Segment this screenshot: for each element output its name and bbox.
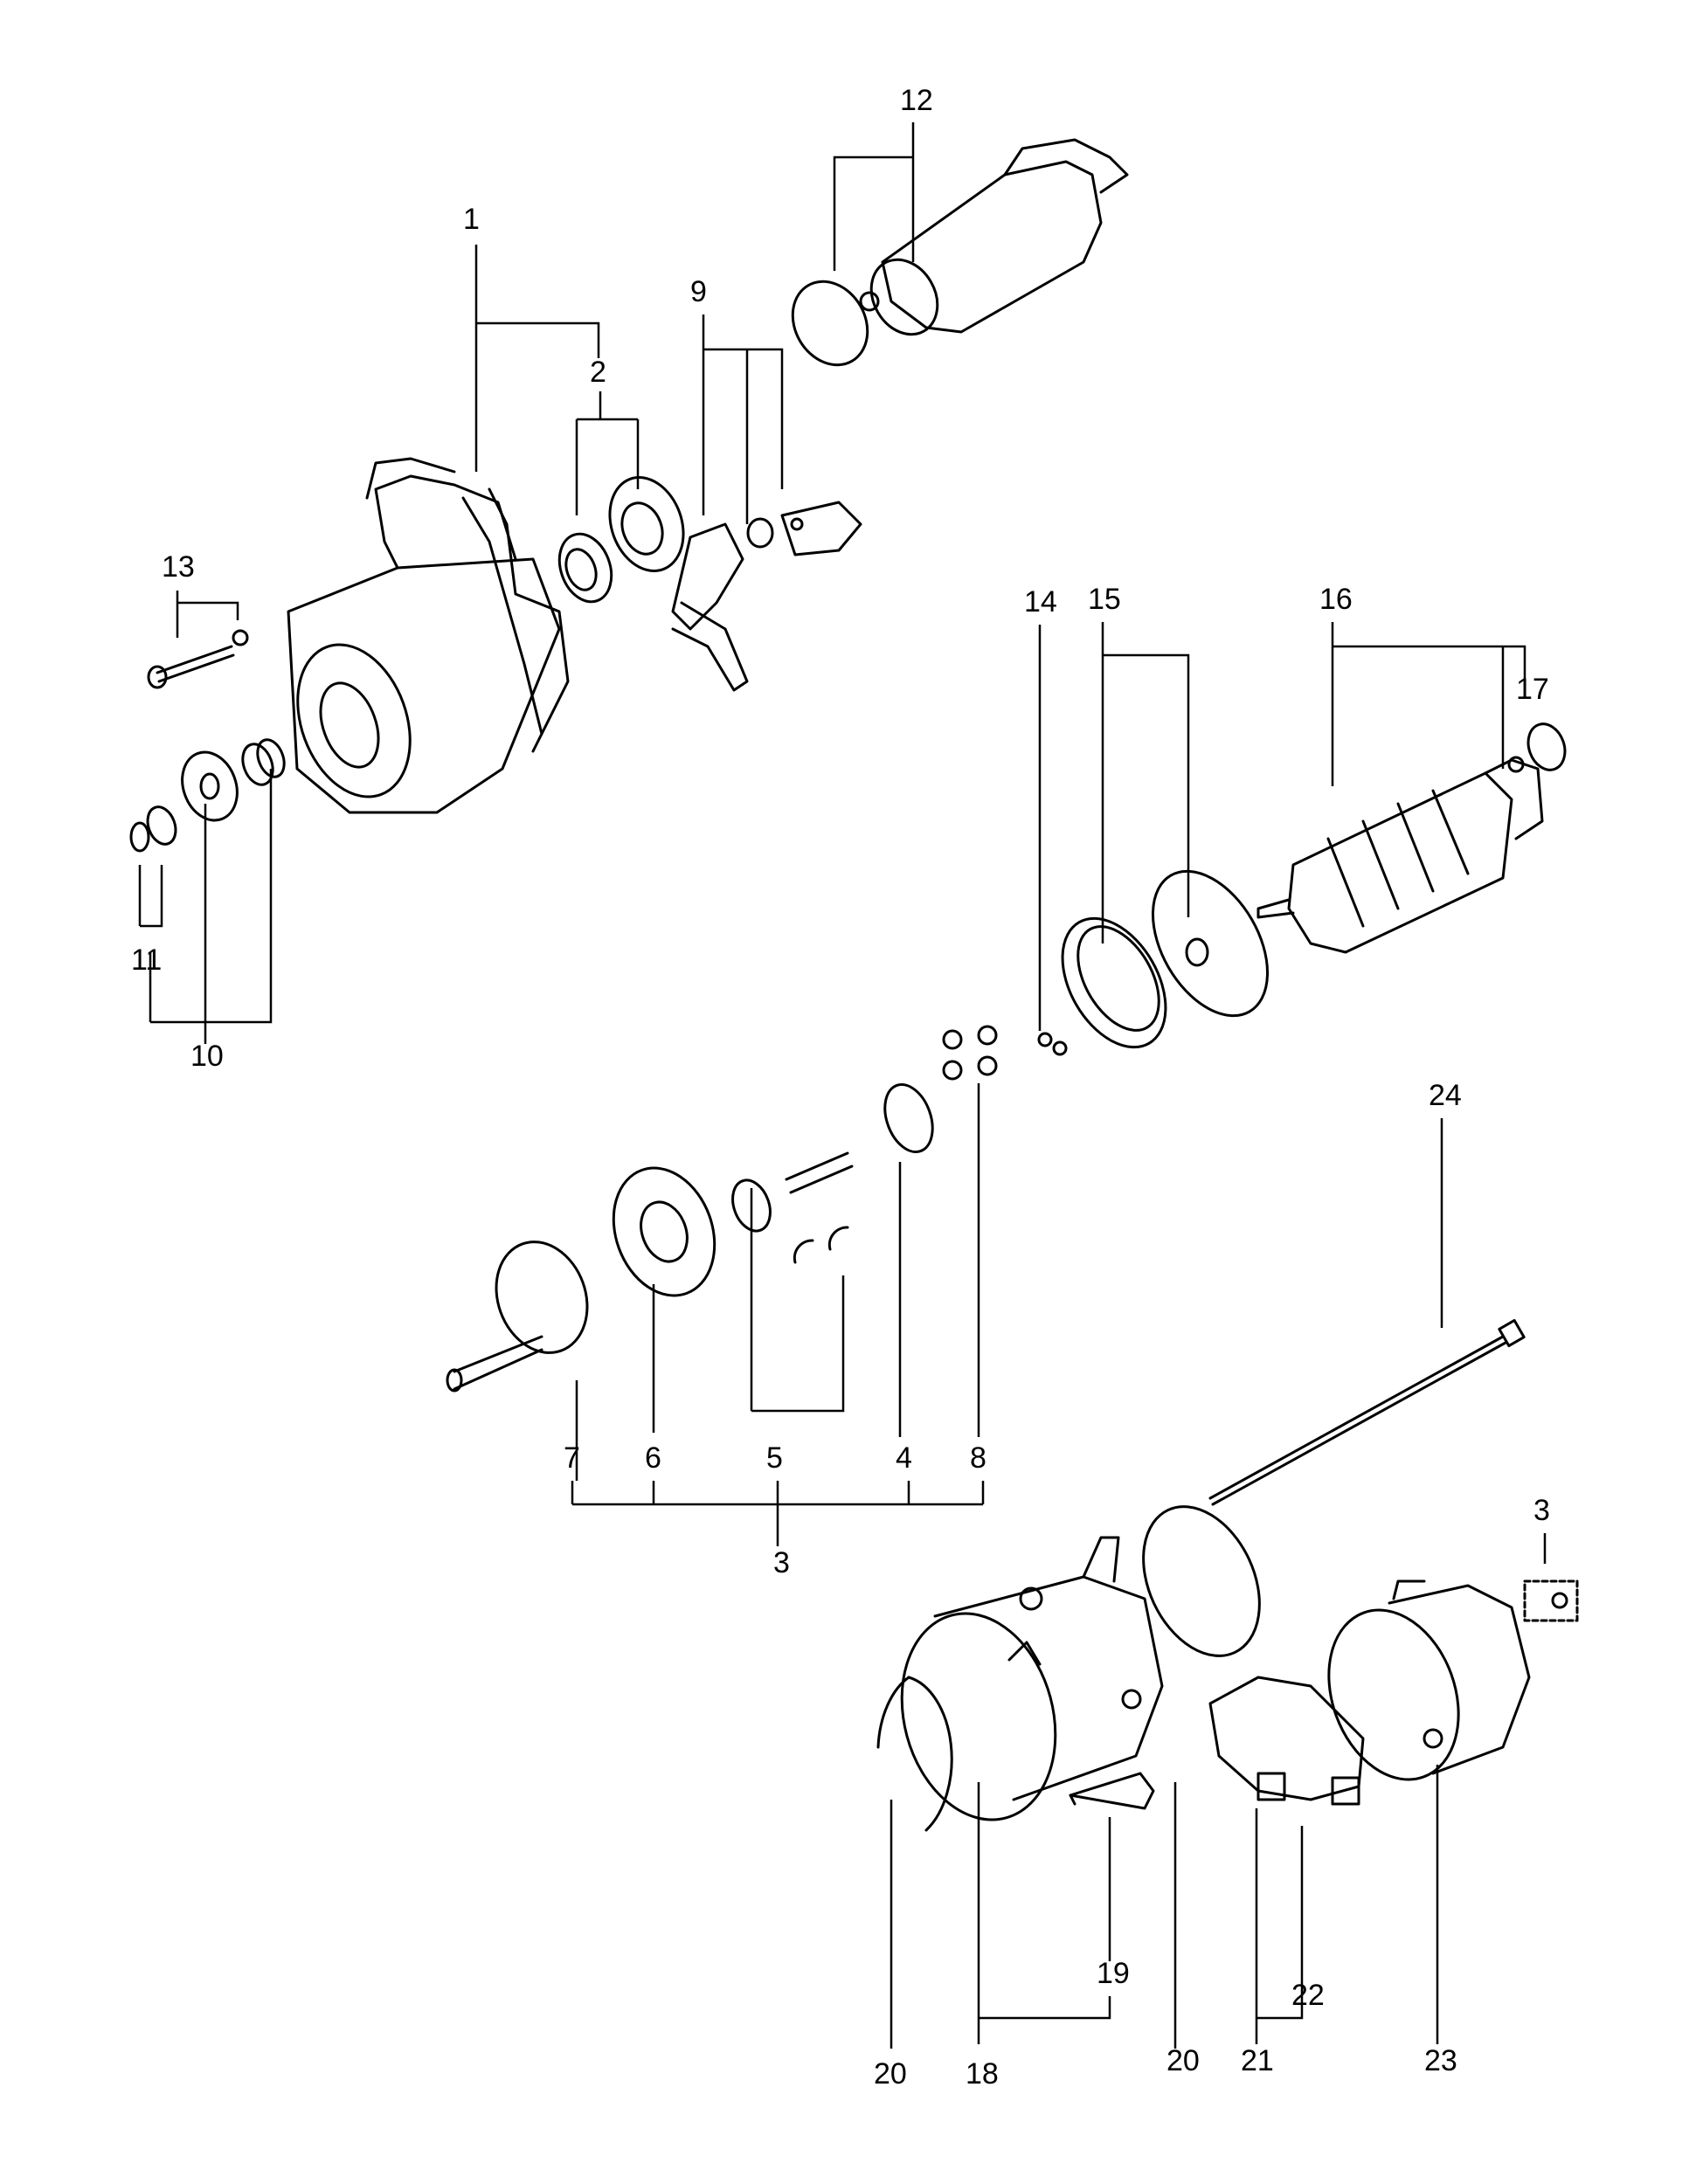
label-3: 3 — [773, 1546, 790, 1579]
label-8: 8 — [970, 1441, 986, 1475]
brush-holder — [1208, 1676, 1365, 1806]
label-16: 16 — [1319, 583, 1353, 616]
label-20-second: 20 — [1166, 2044, 1200, 2077]
label-22: 22 — [1291, 1979, 1325, 2012]
label-2: 2 — [590, 356, 606, 389]
label-20: 20 — [874, 2057, 907, 2091]
label-9: 9 — [690, 275, 707, 308]
shift-lever — [671, 501, 862, 692]
label-5: 5 — [766, 1441, 783, 1475]
label-12: 12 — [900, 84, 933, 117]
pinion-gear — [129, 738, 286, 853]
label-6: 6 — [645, 1441, 661, 1475]
seal-ring-and-plate — [1061, 869, 1270, 1049]
bearing-17 — [1507, 722, 1567, 773]
label-13: 13 — [162, 550, 195, 584]
label-24: 24 — [1429, 1079, 1462, 1112]
yoke-housing — [900, 1536, 1164, 1821]
through-bolt — [1208, 1318, 1526, 1506]
leader-lines — [138, 122, 1547, 2049]
label-18: 18 — [966, 2057, 999, 2091]
label-1: 1 — [463, 203, 480, 236]
o-rings — [876, 1505, 1261, 1832]
label-3-second: 3 — [1533, 1494, 1550, 1527]
seal-and-bearing — [557, 476, 685, 604]
label-10: 10 — [190, 1040, 224, 1073]
label-23: 23 — [1424, 2044, 1457, 2077]
armature — [1256, 758, 1544, 954]
clutch-assembly — [446, 1025, 998, 1393]
drive-housing — [287, 457, 570, 814]
bolt-19 — [1069, 1772, 1155, 1810]
steel-balls — [1037, 1032, 1068, 1056]
label-19: 19 — [1097, 1957, 1130, 1990]
label-11: 11 — [131, 943, 162, 977]
callout-labels: 1 2 3 4 5 6 7 8 9 10 11 12 13 14 15 16 1… — [131, 84, 1550, 2091]
label-4: 4 — [896, 1441, 912, 1475]
label-17: 17 — [1516, 673, 1549, 706]
label-15: 15 — [1088, 583, 1121, 616]
small-bolt — [1523, 1579, 1579, 1622]
screw — [147, 629, 249, 689]
label-21: 21 — [1241, 2044, 1274, 2077]
end-frame — [1327, 1579, 1531, 1781]
solenoid — [791, 138, 1129, 367]
label-14: 14 — [1024, 585, 1057, 619]
